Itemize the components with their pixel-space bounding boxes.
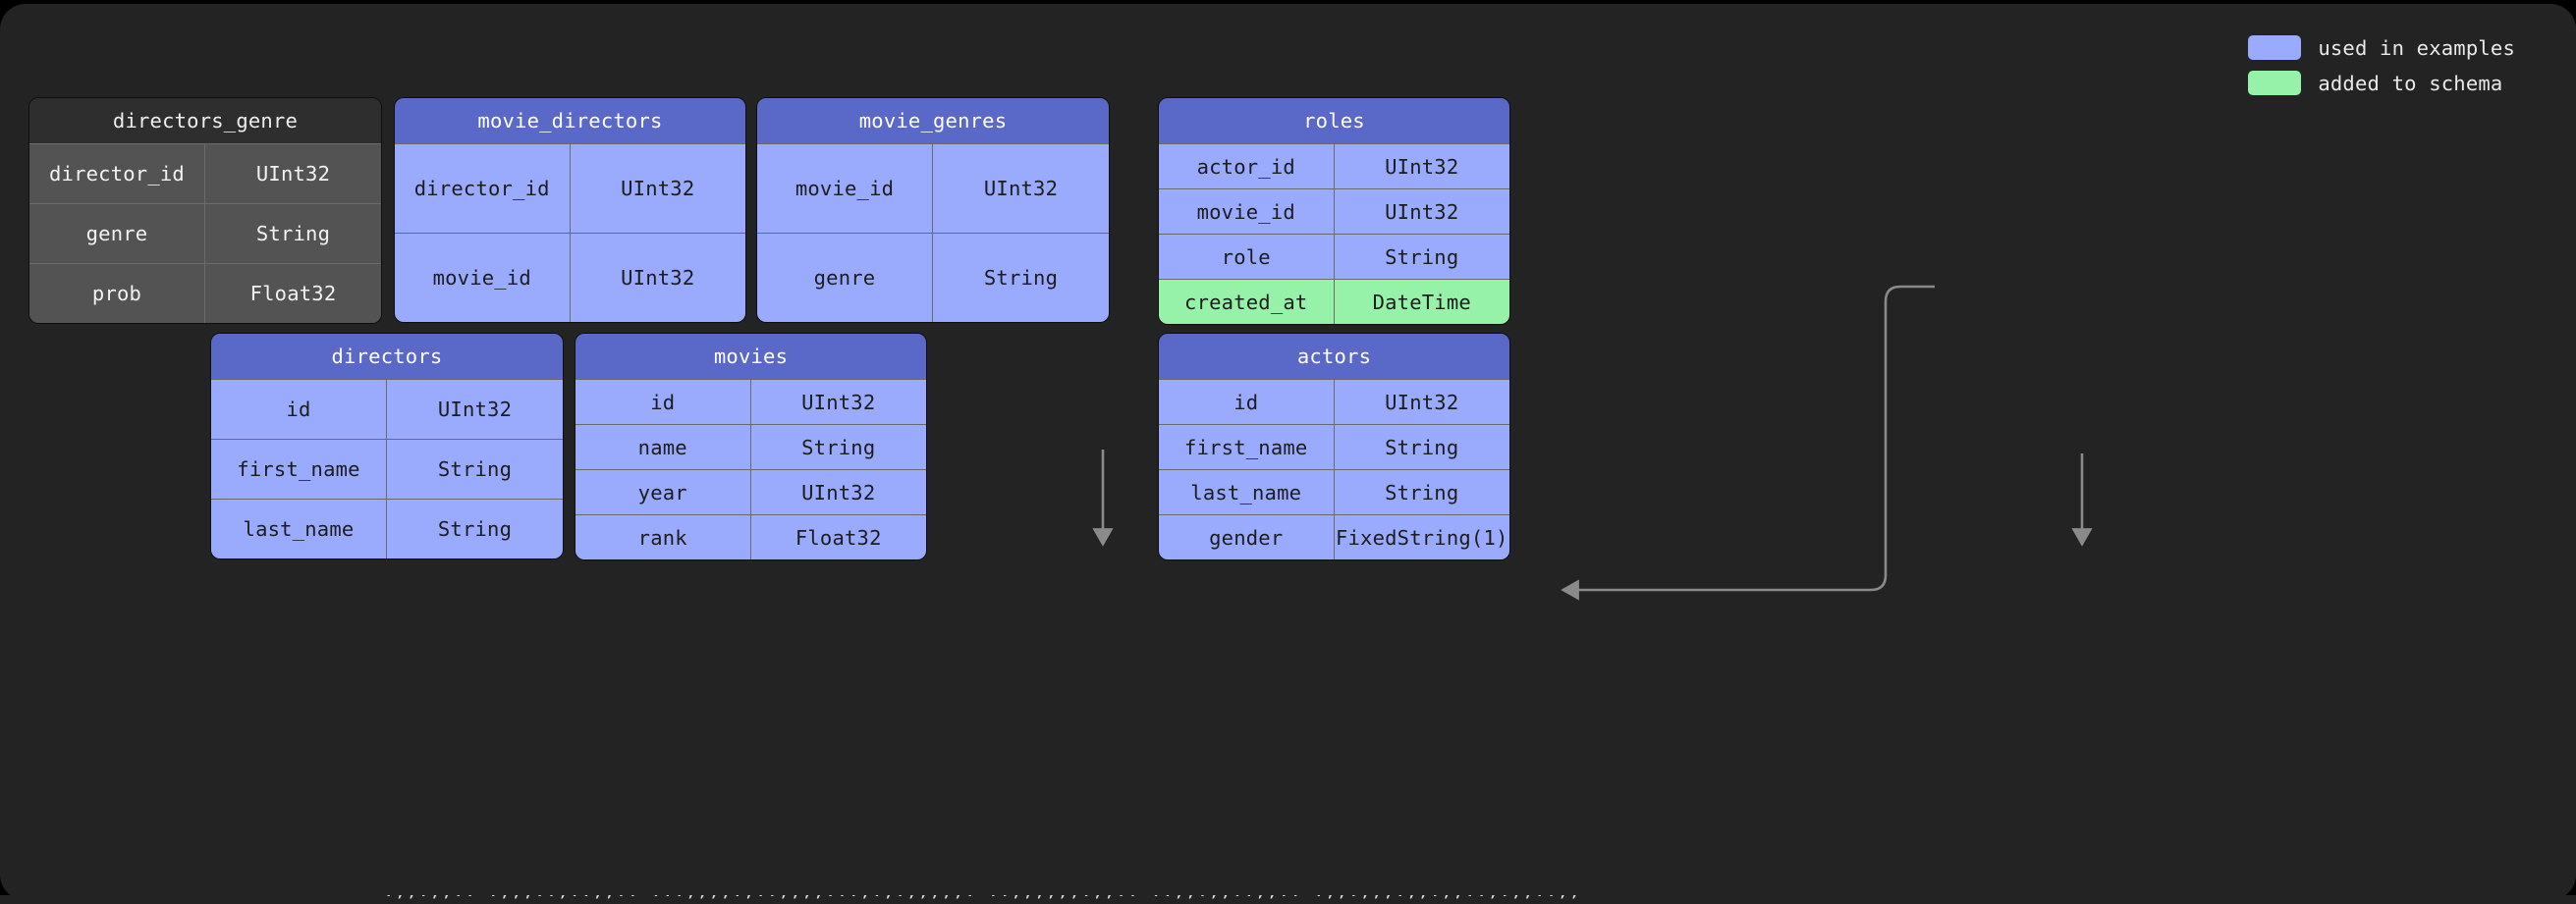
column-name: movie_id [395,234,571,322]
column-type: String [437,457,513,481]
column-name: last_name [1159,470,1335,514]
column-name: gender [1159,515,1335,559]
column-type: Float32 [249,282,337,305]
table-row[interactable]: id UInt32 [575,379,926,424]
table-row[interactable]: movie_id UInt32 [1159,188,1509,234]
table-row[interactable]: last_name String [211,499,563,558]
table-row[interactable]: genre String [29,203,381,263]
column-type: UInt32 [801,480,876,505]
table-title: movie_genres [757,98,1109,143]
table-row[interactable]: created_at DateTime [1159,279,1509,324]
column-type: UInt32 [621,177,695,200]
column-name: actor_id [1159,144,1335,188]
column-name: role [1159,235,1335,279]
legend-label-used-in-examples: used in examples [2318,35,2515,60]
column-type: String [255,222,331,245]
column-name: genre [757,234,933,322]
table-row[interactable]: first_name String [211,439,563,499]
column-type: UInt32 [801,390,876,414]
column-type: UInt32 [1385,199,1459,224]
column-name: last_name [211,500,387,558]
table-title: directors_genre [29,98,381,143]
table-row[interactable]: name String [575,424,926,469]
column-name: year [575,470,751,514]
table-title: actors [1159,334,1509,379]
table-row[interactable]: first_name String [1159,424,1509,469]
table-row[interactable]: director_id UInt32 [29,143,381,203]
table-row[interactable]: movie_id UInt32 [395,233,745,322]
column-name: rank [575,515,751,559]
page-bottom-cutoff: .,,.,,.. .,,,..,..,,.. ...,,,,.,..,,,,..… [0,895,2576,904]
legend-swatch-green [2248,71,2302,95]
column-type: UInt32 [621,266,695,290]
table-row[interactable]: role String [1159,234,1509,279]
column-name: first_name [211,440,387,499]
column-name: genre [29,204,205,263]
column-type: String [801,435,876,459]
column-type: DateTime [1372,290,1471,314]
column-type: String [1385,480,1459,505]
legend-swatch-blue [2248,35,2302,60]
legend-item-used-in-examples: used in examples [2248,35,2515,60]
table-row[interactable]: genre String [757,233,1109,322]
table-row[interactable]: prob Float32 [29,263,381,323]
column-name: director_id [29,144,205,203]
column-type: UInt32 [983,177,1059,200]
table-row[interactable]: year UInt32 [575,469,926,514]
column-name: prob [29,264,205,323]
cutoff-text: .,,.,,.. .,,,..,..,,.. ...,,,,.,..,,,,..… [383,895,1580,901]
column-type: String [437,517,513,541]
column-name: id [575,380,751,424]
column-type: UInt32 [1385,390,1459,414]
table-row[interactable]: director_id UInt32 [395,143,745,233]
table-title: roles [1159,98,1509,143]
column-name: director_id [395,144,571,233]
table-title: movie_directors [395,98,745,143]
legend: used in examples added to schema [2248,35,2515,95]
column-type: String [1385,435,1459,459]
column-name: movie_id [1159,189,1335,234]
column-name: created_at [1159,280,1335,324]
column-type: FixedString(1) [1335,525,1508,550]
table-row[interactable]: id UInt32 [211,379,563,439]
column-type: String [1385,244,1459,269]
column-name: first_name [1159,425,1335,469]
table-row[interactable]: id UInt32 [1159,379,1509,424]
column-type: String [983,266,1059,290]
table-row[interactable]: rank Float32 [575,514,926,559]
legend-label-added-to-schema: added to schema [2318,71,2503,95]
column-type: Float32 [795,525,882,550]
column-type: UInt32 [437,398,513,421]
table-title: movies [575,334,926,379]
table-title: directors [211,334,563,379]
column-name: id [1159,380,1335,424]
table-row[interactable]: last_name String [1159,469,1509,514]
legend-item-added-to-schema: added to schema [2248,71,2515,95]
table-row[interactable]: movie_id UInt32 [757,143,1109,233]
column-type: UInt32 [1385,154,1459,179]
column-name: movie_id [757,144,933,233]
column-type: UInt32 [255,162,331,186]
column-name: id [211,380,387,439]
table-row[interactable]: actor_id UInt32 [1159,143,1509,188]
column-name: name [575,425,751,469]
